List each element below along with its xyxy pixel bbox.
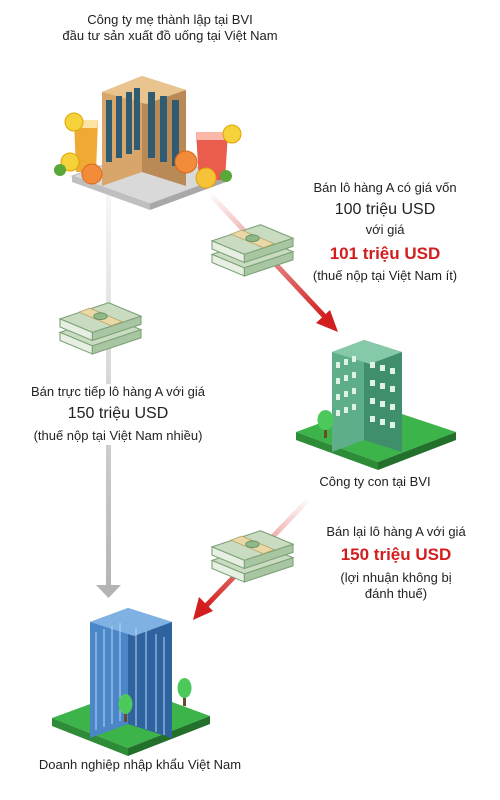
money-stack-icon bbox=[211, 530, 294, 583]
direct-sale-line1: Bán trực tiếp lô hàng A với giá bbox=[30, 384, 206, 399]
direct-sale-price: 150 triệu USD bbox=[67, 405, 169, 423]
resale-note2: đánh thuế) bbox=[364, 585, 428, 601]
sale-to-subsidiary-cost: 100 triệu USD bbox=[334, 201, 436, 219]
sale-to-subsidiary-caption: Bán lô hàng A có giá vốn 100 triệu USD v… bbox=[280, 180, 490, 284]
sale-to-subsidiary-line1: Bán lô hàng A có giá vốn bbox=[313, 180, 457, 195]
money-stack-icon bbox=[59, 302, 142, 355]
parent-company-building-icon bbox=[54, 76, 242, 210]
direct-sale-caption: Bán trực tiếp lô hàng A với giá 150 triệ… bbox=[8, 384, 228, 445]
resale-line1: Bán lại lô hàng A với giá bbox=[326, 524, 466, 539]
parent-company-line1: Công ty mẹ thành lập tại BVI bbox=[87, 12, 253, 27]
importer-building-icon bbox=[52, 608, 210, 756]
importer-label: Doanh nghiệp nhập khẩu Việt Nam bbox=[38, 757, 242, 772]
subsidiary-building-icon bbox=[296, 340, 456, 470]
resale-price: 150 triệu USD bbox=[340, 545, 452, 565]
sale-to-subsidiary-line2: với giá bbox=[365, 222, 405, 238]
parent-company-line2: đầu tư sản xuất đồ uống tại Việt Nam bbox=[62, 28, 278, 44]
sale-to-subsidiary-note: (thuế nộp tại Việt Nam ít) bbox=[312, 267, 458, 283]
subsidiary-label: Công ty con tại BVI bbox=[319, 474, 431, 489]
parent-company-caption: Công ty mẹ thành lập tại BVI đầu tư sản … bbox=[20, 12, 320, 45]
resale-caption: Bán lại lô hàng A với giá 150 triệu USD … bbox=[296, 524, 496, 602]
sale-to-subsidiary-price: 101 triệu USD bbox=[329, 243, 441, 263]
direct-sale-note: (thuế nộp tại Việt Nam nhiều) bbox=[33, 428, 203, 444]
resale-note1: (lợi nhuận không bị bbox=[340, 569, 452, 585]
